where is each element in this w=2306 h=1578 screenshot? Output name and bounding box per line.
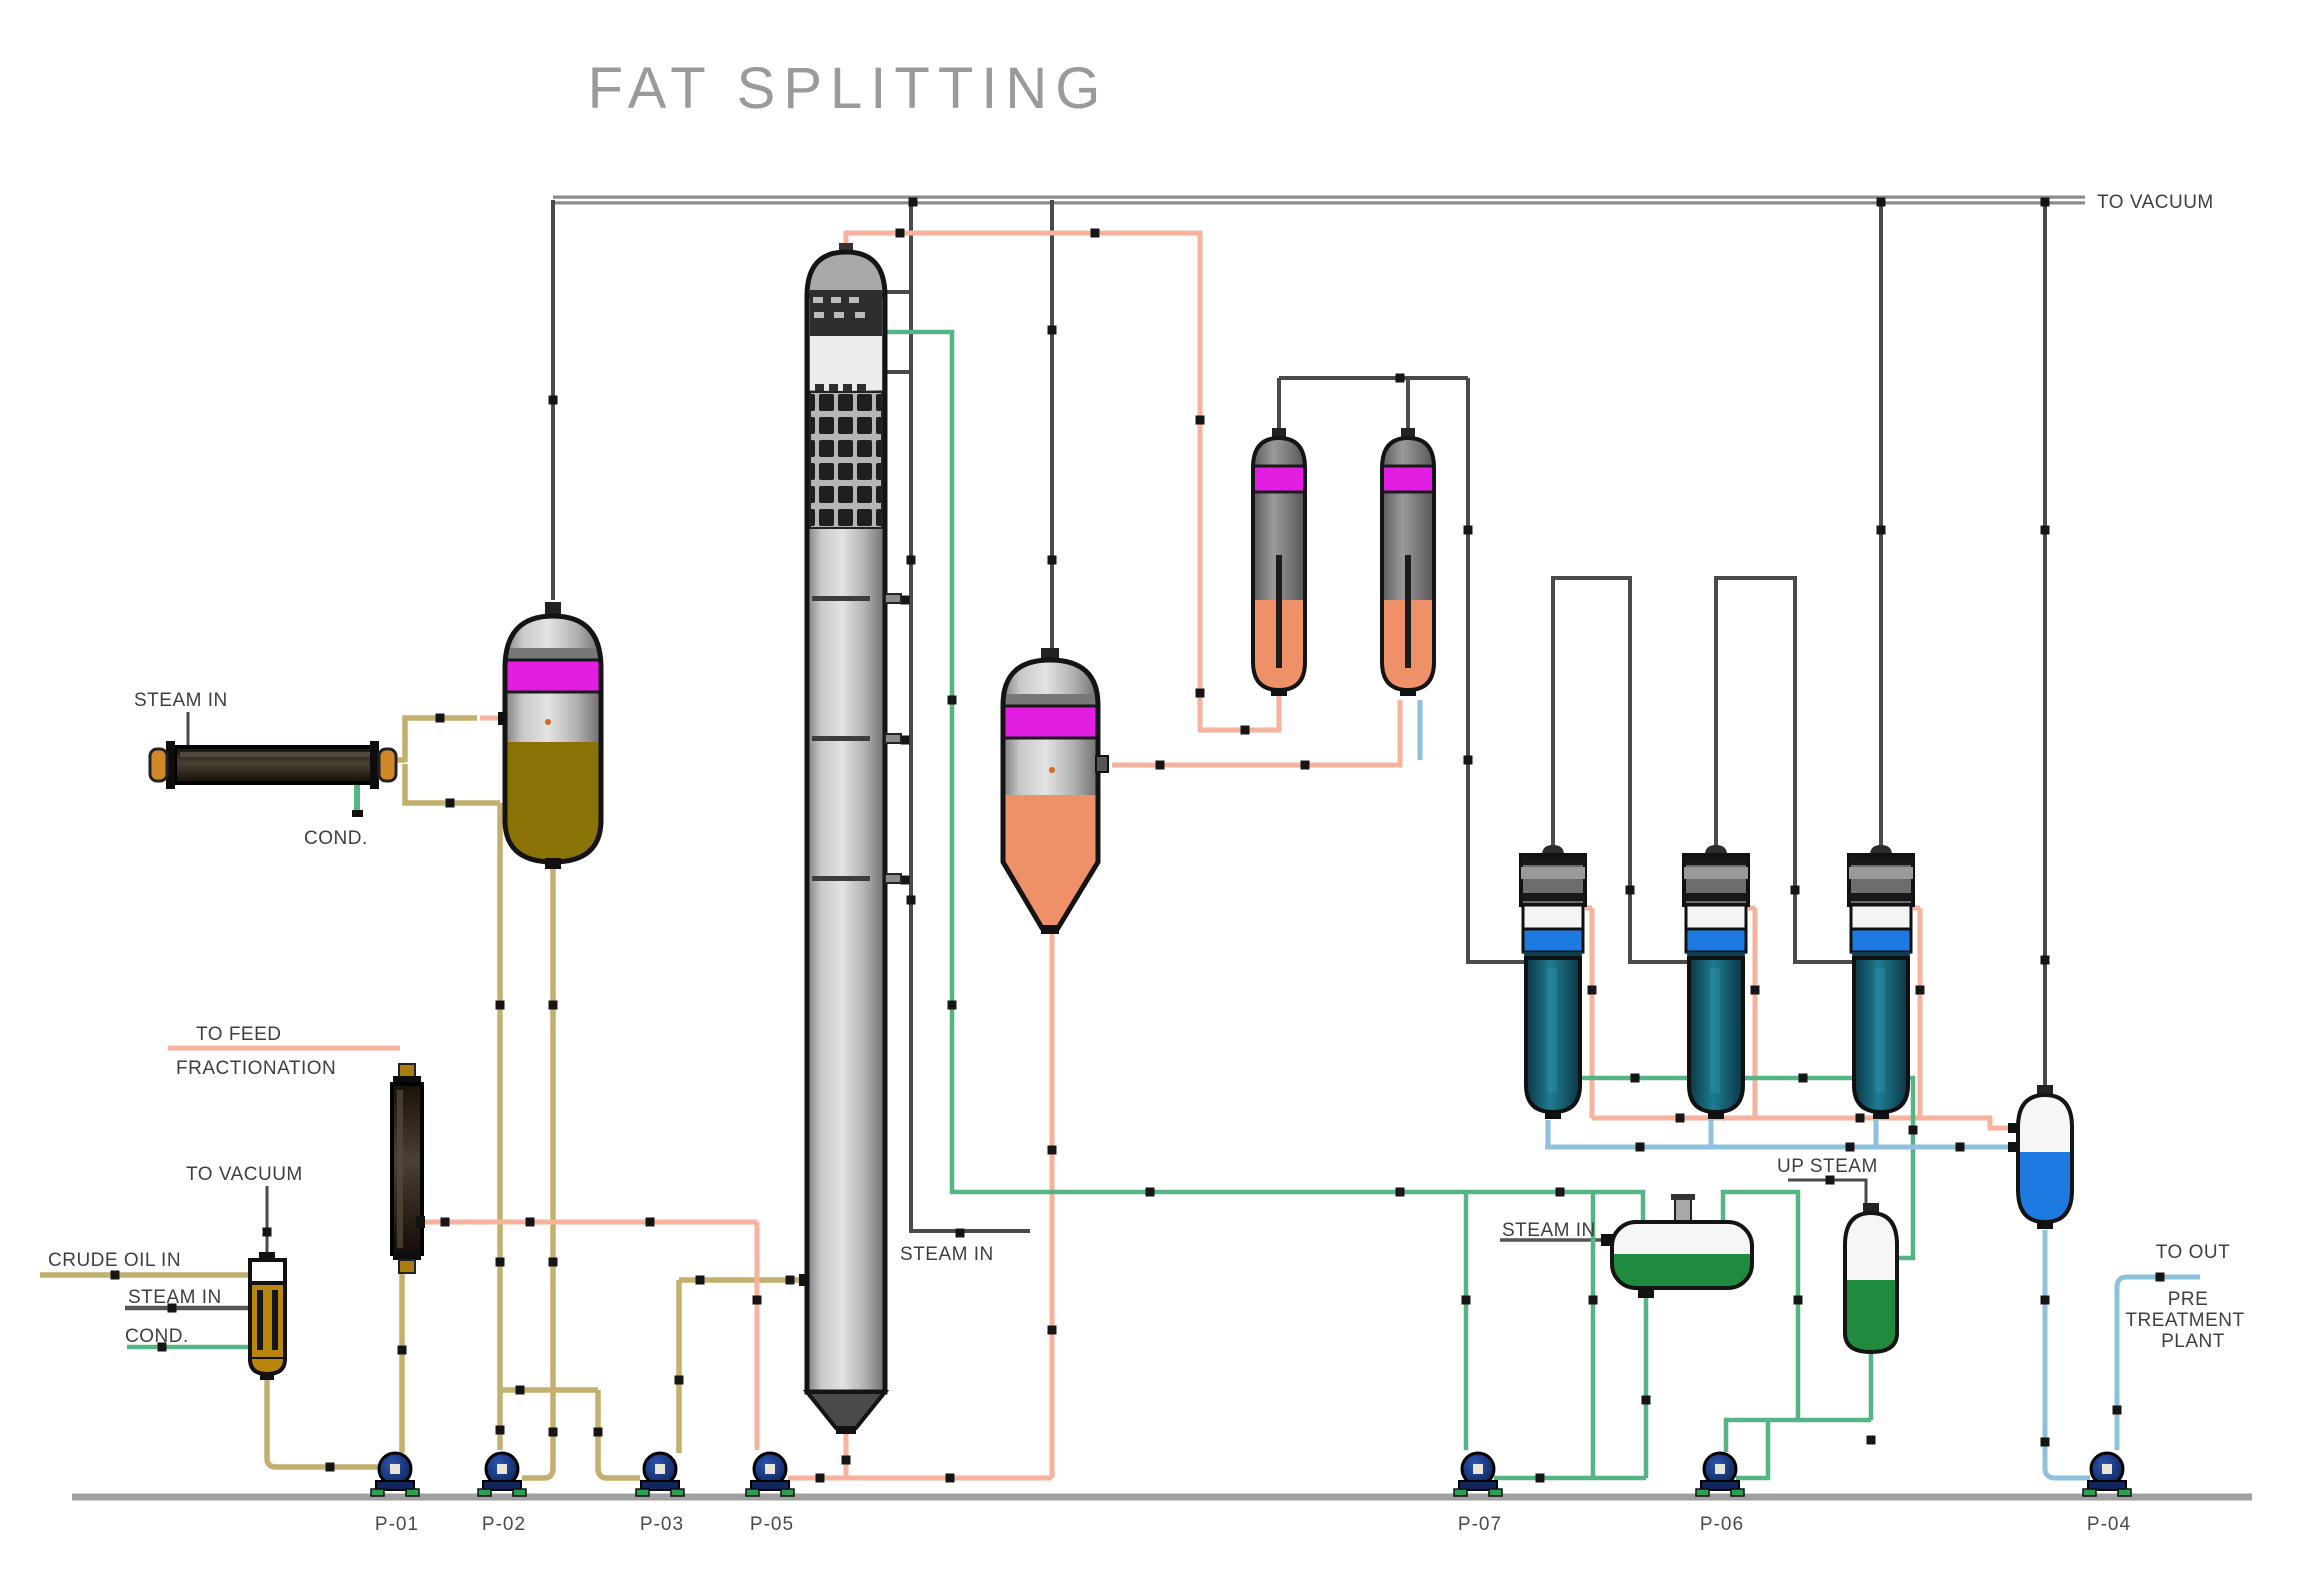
stripper-vessel-b: [1380, 428, 1436, 696]
pump-label: P-04: [2087, 1514, 2131, 1535]
cond-nozzle: [352, 810, 363, 817]
to-vacuum-degasser-label: TO VACUUM: [186, 1164, 303, 1185]
pump-P-03: P-03: [634, 1451, 686, 1535]
wash-vessel-3: [1847, 843, 1915, 1121]
steam-flash-drum: [1601, 1194, 1754, 1298]
pump-label: P-02: [482, 1514, 526, 1535]
fractionation-label: FRACTIONATION: [176, 1058, 336, 1079]
crude-oil-in-label: CRUDE OIL IN: [48, 1250, 181, 1271]
to-out-label: TO OUT: [2156, 1242, 2230, 1263]
steam-in-exchanger-label: STEAM IN: [134, 690, 228, 711]
condensate-piping: [127, 329, 1916, 1481]
diagram-title: FAT SPLITTING: [588, 56, 1109, 121]
to-feed-label: TO FEED: [196, 1024, 282, 1045]
fatty-acid-flash-tank: [1000, 648, 1109, 934]
pump-label: P-07: [1458, 1514, 1502, 1535]
crude-degasser-vessel: [248, 1252, 287, 1380]
pre-treatment-line2: TREATMENT: [2125, 1310, 2244, 1331]
water-piping: [1417, 700, 2200, 1481]
condensate-pot-vessel: [1843, 1203, 1899, 1355]
pump-label: P-01: [375, 1514, 419, 1535]
stripper-vessel-a: [1251, 428, 1307, 696]
to-vacuum-top-label: TO VACUUM: [2097, 192, 2214, 213]
fatty-acid-piping: [168, 230, 2018, 1481]
pump-label: P-05: [750, 1514, 794, 1535]
steam-in-drum-label: STEAM IN: [1502, 1220, 1596, 1241]
pre-treatment-line3: PLANT: [2161, 1331, 2225, 1352]
fat-splitting-column: [799, 243, 902, 1434]
steam-heater-exchanger: [148, 741, 398, 817]
up-steam-label: UP STEAM: [1777, 1156, 1878, 1177]
steam-in-column-label: STEAM IN: [900, 1244, 994, 1265]
pump-P-04: P-04: [2081, 1451, 2133, 1535]
wash-vessel-1: [1519, 843, 1587, 1121]
pre-treatment-line1: PRE: [2168, 1289, 2209, 1310]
fat-flash-separator: [498, 602, 604, 869]
magenta-demister-band: [1001, 704, 1100, 740]
valve-ticks: [110, 197, 2165, 1483]
pump-P-02: P-02: [476, 1451, 528, 1535]
sweet-water-separator: [2008, 1085, 2074, 1229]
pump-label: P-06: [1700, 1514, 1744, 1535]
wash-vessel-2: [1682, 843, 1750, 1121]
pump-P-07: P-07: [1452, 1451, 1504, 1535]
cond-exchanger-label: COND.: [304, 828, 368, 849]
magenta-demister-band: [503, 658, 603, 694]
cond-degasser-label: COND.: [125, 1326, 189, 1347]
vapor-vacuum-piping: [125, 195, 2085, 1311]
steam-in-degasser-label: STEAM IN: [128, 1287, 222, 1308]
pump-P-01: P-01: [369, 1451, 421, 1535]
feed-preheater-exchanger: [390, 1063, 425, 1274]
pump-label: P-03: [640, 1514, 684, 1535]
pump-P-06: P-06: [1694, 1451, 1746, 1535]
pump-P-05: P-05: [744, 1451, 796, 1535]
